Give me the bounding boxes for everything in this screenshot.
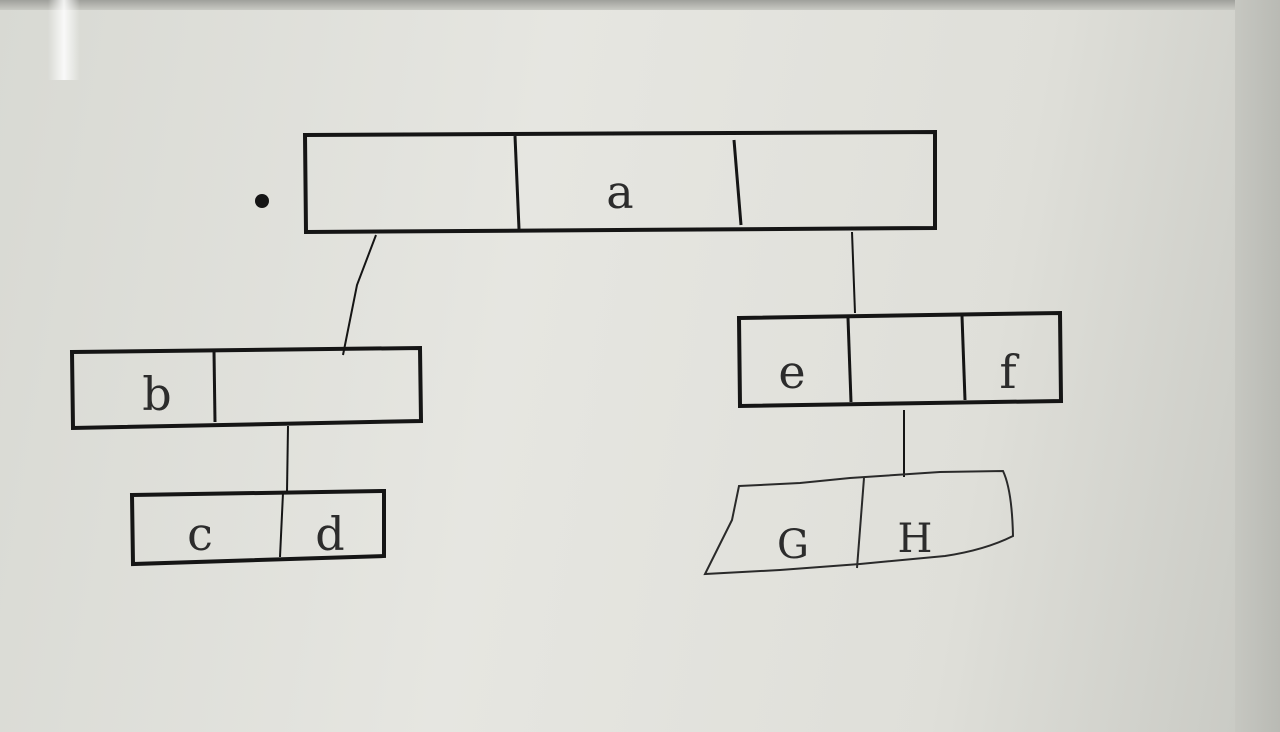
right-node-divider-1 [846, 317, 853, 403]
left-child-node-divider [279, 492, 284, 558]
left-child-key-2: d [315, 507, 344, 561]
left-node-divider [212, 350, 217, 423]
edge-root-to-right [851, 231, 856, 314]
monitor-edge [0, 0, 1280, 10]
root-bullet [255, 194, 269, 208]
root-node-divider-1 [513, 135, 521, 230]
edge-root-to-left [342, 234, 377, 356]
right-node-divider-2 [960, 315, 967, 401]
right-node: e f [736, 310, 1064, 409]
right-key-3: f [999, 345, 1019, 399]
edge-left-to-left-child [286, 425, 289, 493]
left-child-node: c d [129, 488, 386, 567]
root-node-box [302, 129, 937, 235]
right-node-box [736, 310, 1064, 409]
left-key-1: b [142, 367, 171, 421]
root-node-divider-2 [732, 139, 743, 226]
left-child-key-1: c [187, 507, 213, 561]
monitor-bezel [1235, 0, 1280, 732]
left-child-node-box [129, 488, 386, 567]
right-child-node: G H [703, 469, 1015, 576]
right-child-node-divider [856, 477, 865, 569]
right-child-key-1: G [777, 522, 809, 568]
left-node: b [69, 345, 424, 431]
left-node-box [69, 345, 424, 431]
right-child-key-2: H [898, 516, 933, 562]
root-key-2: a [606, 165, 633, 219]
right-key-1: e [778, 345, 805, 399]
screen-glare [48, 0, 80, 80]
right-child-node-box [703, 469, 1015, 576]
root-node: a [302, 129, 937, 235]
